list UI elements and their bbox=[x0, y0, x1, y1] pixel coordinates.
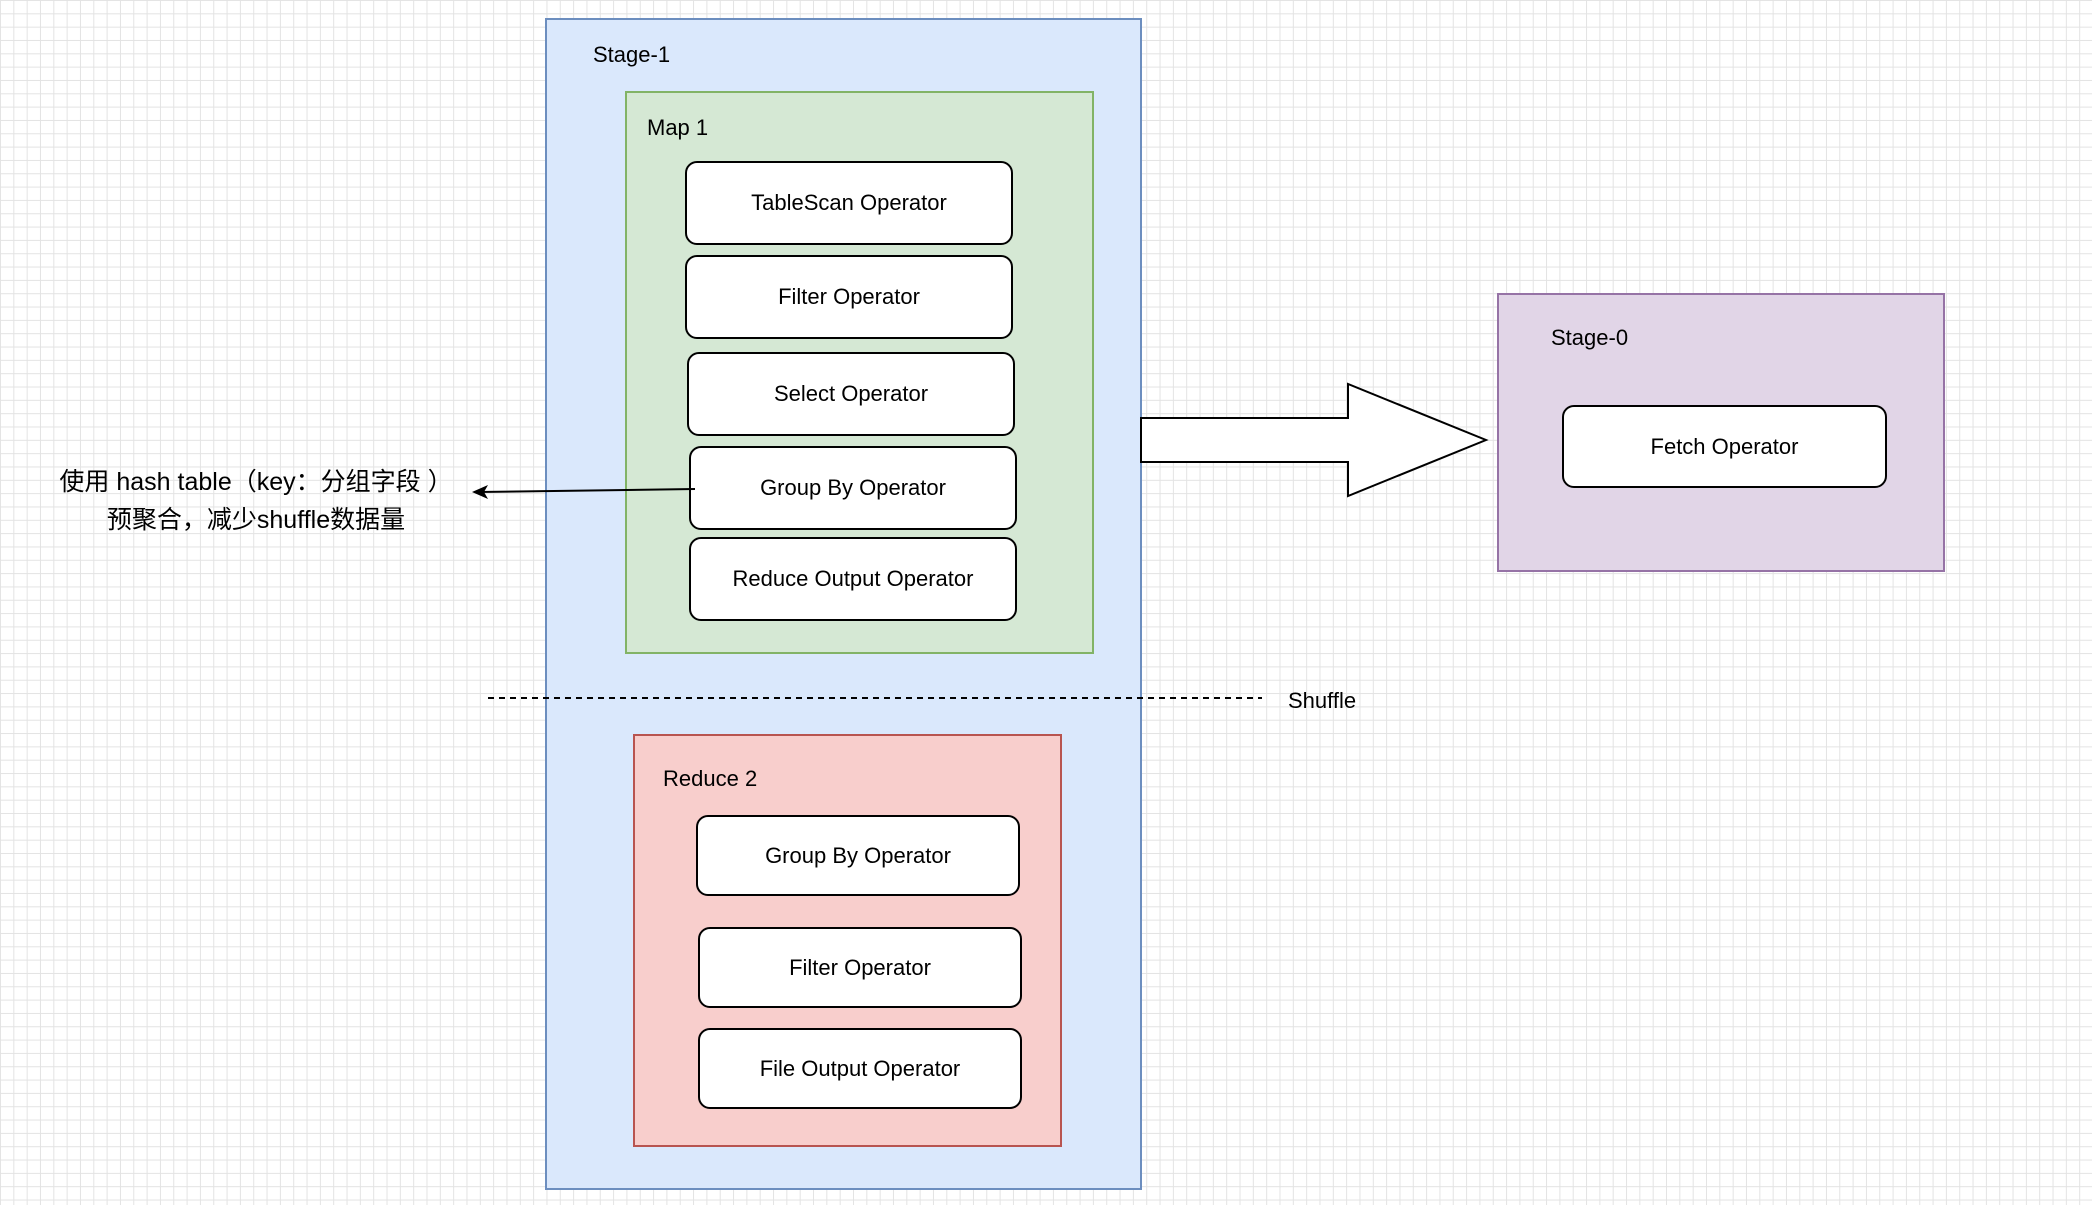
stage-1-label: Stage-1 bbox=[593, 42, 671, 67]
reduce-filter-operator[interactable]: Filter Operator bbox=[698, 927, 1022, 1008]
map-select-operator[interactable]: Select Operator bbox=[687, 352, 1015, 436]
map-tablescan-operator[interactable]: TableScan Operator bbox=[685, 161, 1013, 245]
map-1-label: Map 1 bbox=[647, 115, 709, 140]
reduce-group-by-operator[interactable]: Group By Operator bbox=[696, 815, 1020, 896]
annotation-line-2: 预聚合，减少shuffle数据量 bbox=[106, 506, 406, 534]
annotation-arrowhead bbox=[472, 485, 488, 499]
annotation-arrow-line bbox=[477, 488, 696, 493]
map-reduce-output-operator[interactable]: Reduce Output Operator bbox=[689, 537, 1017, 621]
annotation-line-1: 使用 hash table（key：分组字段 ） bbox=[59, 468, 453, 496]
shuffle-label: Shuffle bbox=[1288, 688, 1357, 713]
map-filter-operator[interactable]: Filter Operator bbox=[685, 255, 1013, 339]
hash-table-annotation: 使用 hash table（key：分组字段 ） 预聚合，减少shuffle数据… bbox=[56, 462, 456, 536]
reduce-file-output-operator[interactable]: File Output Operator bbox=[698, 1028, 1022, 1109]
reduce-2-label: Reduce 2 bbox=[663, 766, 758, 791]
stage-flow-arrow bbox=[1140, 382, 1489, 498]
fetch-operator[interactable]: Fetch Operator bbox=[1562, 405, 1887, 488]
map-group-by-operator[interactable]: Group By Operator bbox=[689, 446, 1017, 530]
stage-0-label: Stage-0 bbox=[1551, 325, 1629, 350]
